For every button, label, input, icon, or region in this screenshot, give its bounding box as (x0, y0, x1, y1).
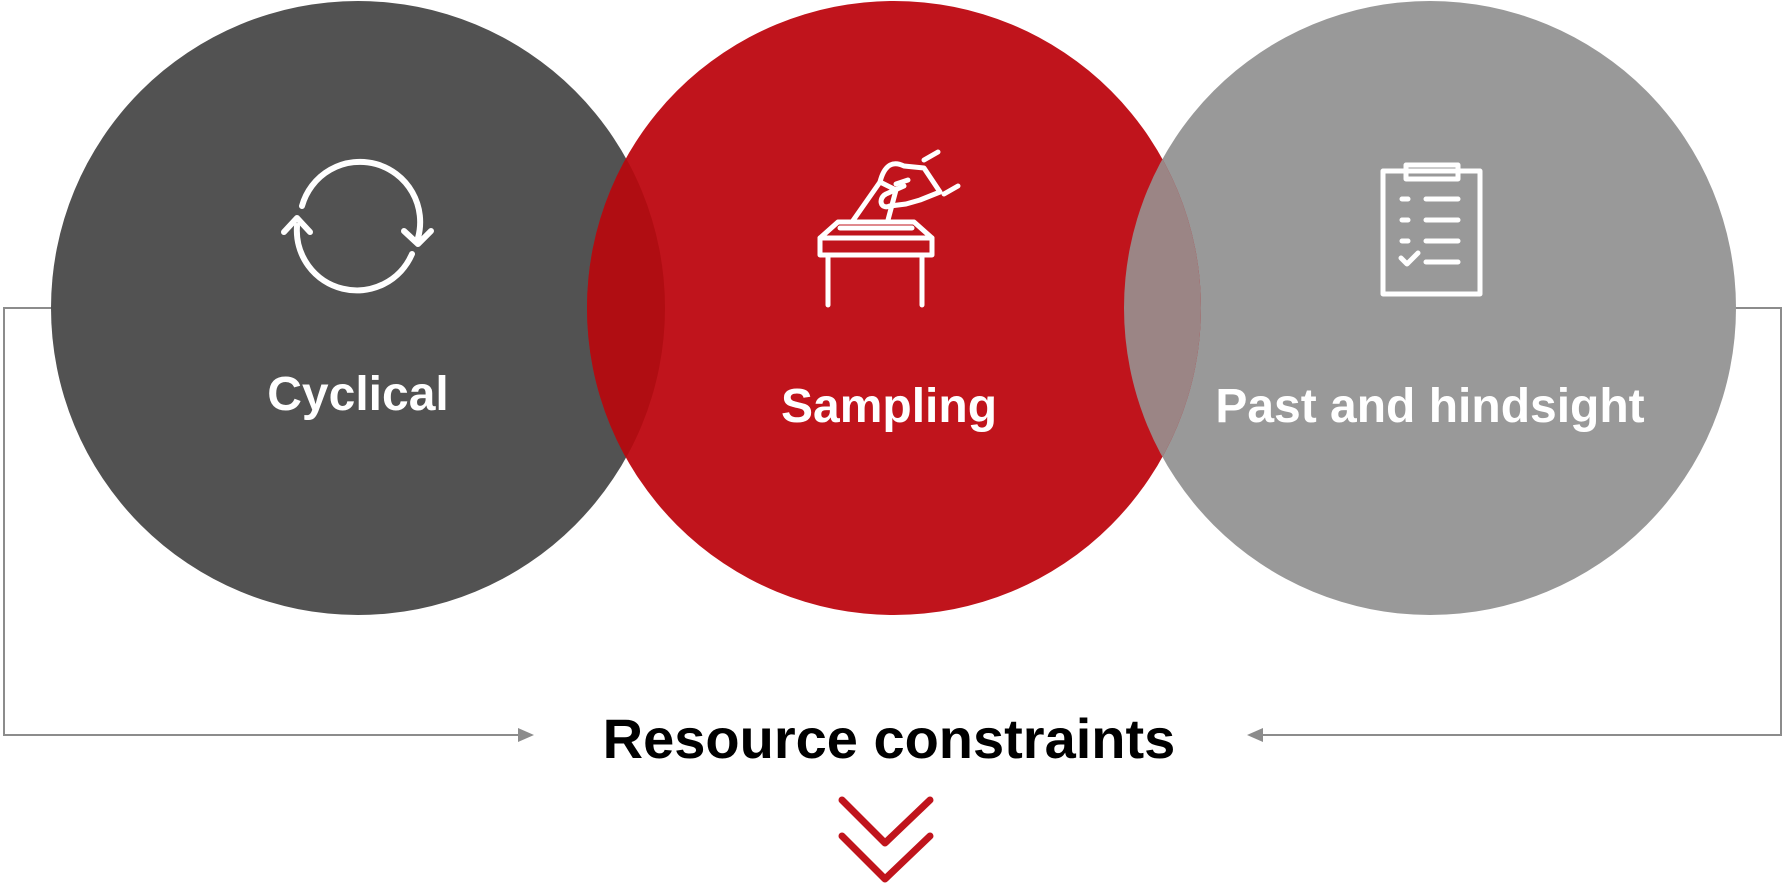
ballot-box-icon (817, 149, 961, 308)
circle-past-and-hindsight (1124, 1, 1736, 615)
sampling-label: Sampling (781, 380, 997, 433)
right-connector (1247, 307, 1782, 742)
right-connector-line (1263, 307, 1782, 736)
left-connector-line (3, 307, 518, 736)
circle-cyclical (51, 1, 665, 615)
cyclical-label: Cyclical (267, 368, 448, 421)
resource-constraints-label: Resource constraints (603, 707, 1176, 770)
right-arrowhead-icon (1247, 728, 1263, 742)
left-arrowhead-icon (518, 728, 534, 742)
cycle-arrows-icon (281, 158, 434, 294)
checklist-clipboard-icon (1380, 162, 1483, 297)
past-and-hindsight-label: Past and hindsight (1215, 380, 1644, 433)
double-chevron-down-icon (838, 796, 934, 883)
circle-sampling (587, 1, 1201, 615)
left-connector (3, 307, 534, 742)
